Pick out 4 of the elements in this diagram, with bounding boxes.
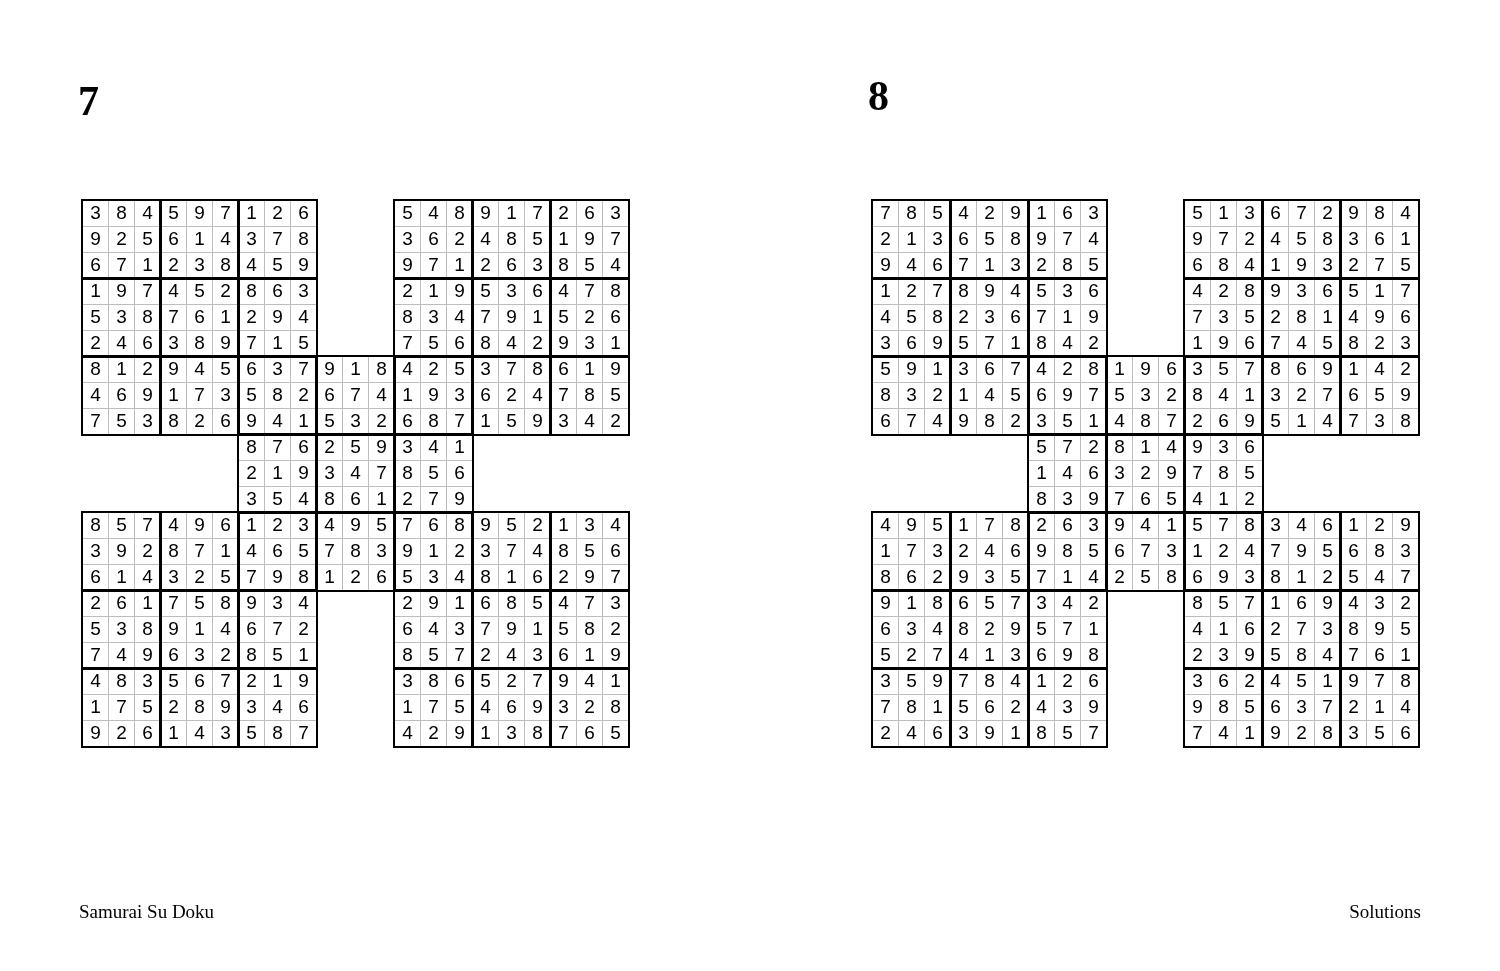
puzzle-number: 7 <box>78 80 99 122</box>
puzzle-number: 8 <box>868 75 889 117</box>
footer-text: Solutions <box>1349 900 1421 924</box>
footer-text: Samurai Su Doku <box>79 900 215 924</box>
